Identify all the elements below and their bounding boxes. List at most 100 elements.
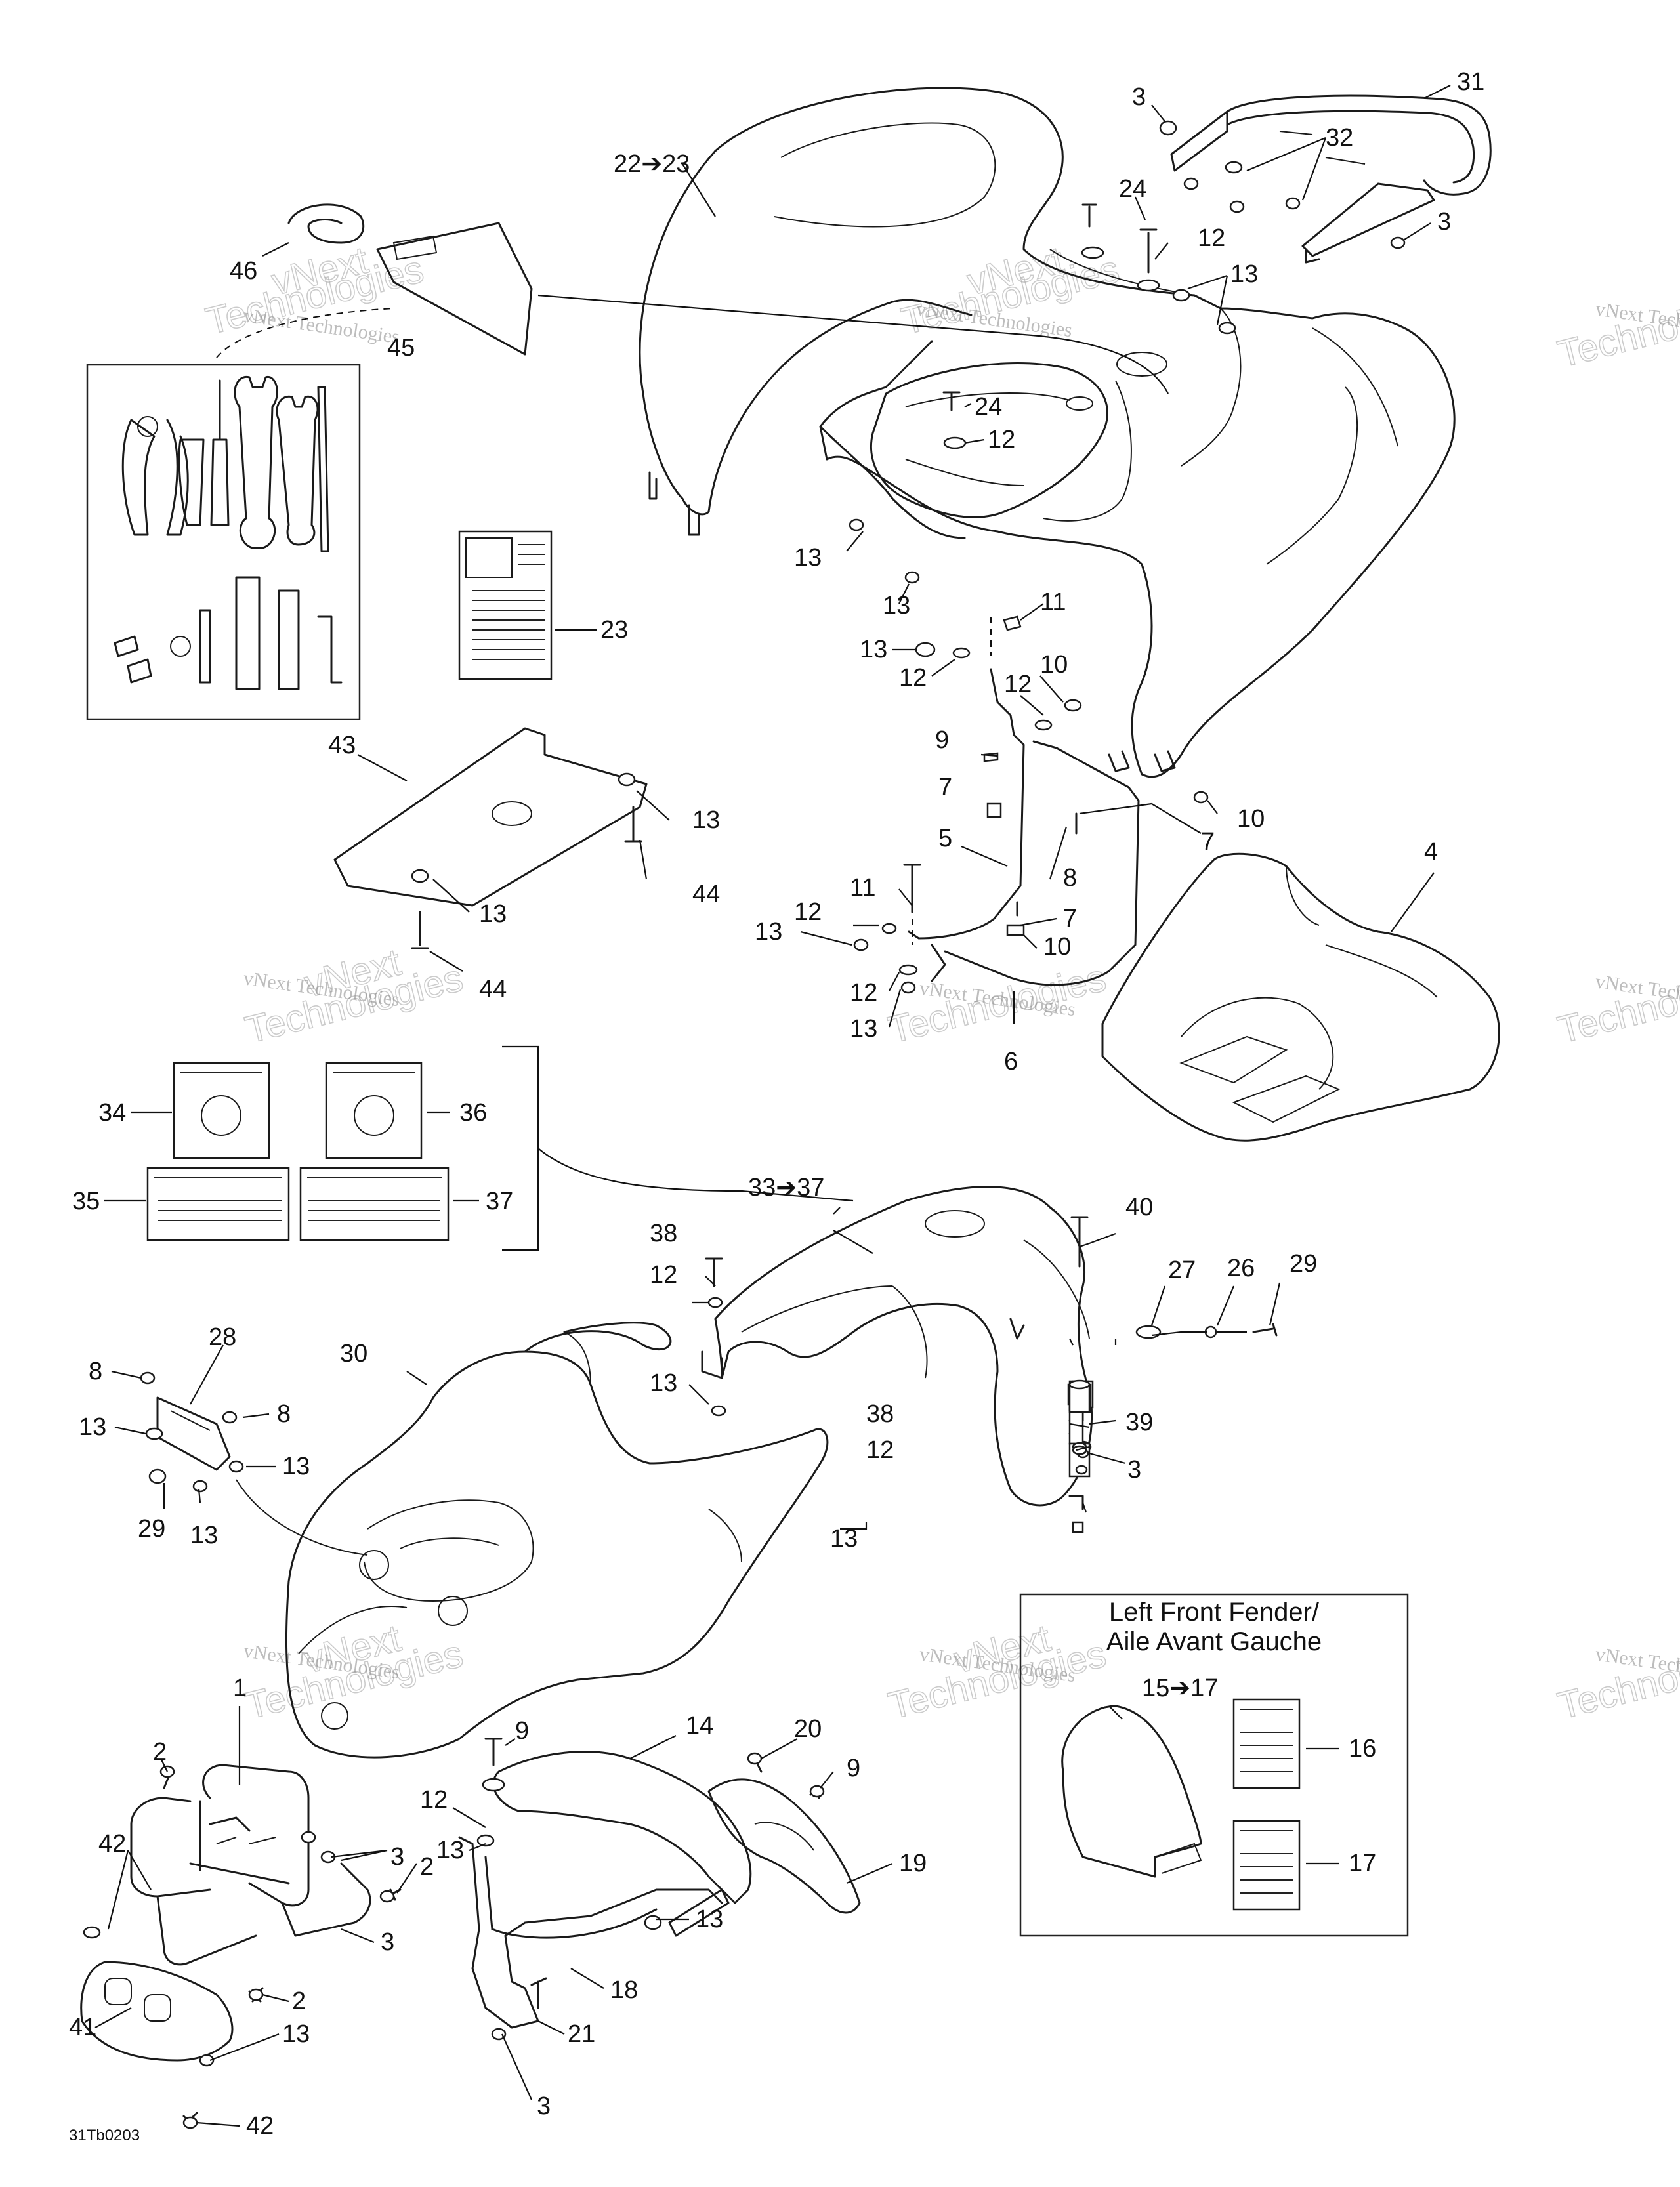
callout: 12 — [1004, 671, 1032, 698]
callout: 6 — [1004, 1048, 1018, 1075]
inset-title: Left Front Fender/ — [1109, 1598, 1320, 1627]
callout: 38 — [650, 1220, 677, 1247]
callout: 13 — [755, 918, 782, 946]
callout: 40 — [1125, 1194, 1153, 1221]
callout: 10 — [1040, 651, 1068, 678]
callout: 3 — [1437, 208, 1451, 236]
callout: 20 — [794, 1715, 822, 1743]
callout-labels: 31 3 32 22➔23 24 12 3 13 46 45 24 12 13 … — [69, 68, 1484, 2140]
callout: 13 — [1230, 260, 1258, 288]
diagram-code: 31Tb0203 — [69, 2127, 140, 2144]
watermark-text: Technologies — [1553, 957, 1680, 1052]
inset-subtitle: Aile Avant Gauche — [1106, 1627, 1322, 1656]
callout: 11 — [1040, 589, 1066, 616]
callout: 24 — [1119, 175, 1146, 203]
callout: 13 — [436, 1837, 464, 1864]
front-fender — [701, 1186, 1278, 1533]
callout: 12 — [1198, 224, 1225, 252]
callout: 23 — [600, 616, 628, 644]
callout: 13 — [79, 1413, 106, 1441]
callout: 22➔23 — [614, 150, 690, 178]
front-fender-lower — [458, 1738, 861, 2041]
callout: 2 — [420, 1853, 434, 1881]
callout: 16 — [1349, 1735, 1376, 1762]
front-bumper — [80, 1764, 402, 2129]
rear-fender — [639, 87, 1456, 778]
callout: 29 — [1290, 1250, 1317, 1278]
callout: 12 — [420, 1786, 448, 1814]
callout: 44 — [479, 976, 507, 1003]
callout: 12 — [650, 1261, 677, 1289]
callout: 7 — [1201, 828, 1215, 856]
callout: 13 — [282, 1453, 310, 1480]
callout: 31 — [1457, 68, 1484, 96]
callout: 5 — [938, 825, 952, 852]
callout: 38 — [866, 1400, 894, 1428]
leader-lines — [94, 85, 1451, 2127]
callout: 3 — [390, 1843, 404, 1871]
tool-kit-box — [86, 364, 361, 720]
callout: 8 — [1063, 864, 1077, 892]
callout: 9 — [935, 726, 949, 754]
callout: 13 — [794, 544, 822, 572]
watermark: Technologies vNext vNext Technologies Te… — [201, 238, 1680, 1728]
callout: 10 — [1043, 933, 1071, 961]
callout: 32 — [1326, 124, 1353, 152]
decal-23 — [458, 530, 553, 680]
callout: 13 — [190, 1522, 218, 1549]
callout: 9 — [515, 1717, 529, 1745]
callout: 19 — [899, 1850, 927, 1877]
decal-group — [146, 1045, 539, 1251]
callout: 10 — [1237, 805, 1265, 833]
callout: 13 — [650, 1369, 677, 1397]
callout: 12 — [850, 979, 877, 1007]
callout: 2 — [153, 1738, 167, 1766]
callout: 21 — [568, 2020, 595, 2048]
callout: 13 — [850, 1015, 877, 1043]
rear-fender-hardware — [849, 120, 1406, 584]
callout: 45 — [387, 334, 415, 362]
left-front-fender-inset: Left Front Fender/ Aile Avant Gauche — [1019, 1593, 1409, 1937]
callout: 39 — [1125, 1409, 1153, 1436]
callout: 15➔17 — [1142, 1675, 1218, 1702]
callout: 1 — [233, 1675, 247, 1702]
skid-plate — [333, 727, 648, 949]
callout: 13 — [282, 2020, 310, 2048]
callout: 2 — [292, 1988, 306, 2015]
callout: 3 — [1127, 1456, 1141, 1484]
callout: 35 — [72, 1188, 100, 1215]
callout: 29 — [138, 1515, 165, 1543]
callout: 46 — [230, 257, 257, 285]
callout: 28 — [209, 1323, 236, 1351]
callout: 37 — [486, 1188, 513, 1215]
callout: 18 — [610, 1976, 638, 2004]
callout: 26 — [1227, 1255, 1255, 1282]
callout: 13 — [830, 1525, 858, 1552]
callout: 8 — [89, 1358, 102, 1385]
callout: 7 — [938, 774, 952, 801]
callout: 14 — [686, 1712, 713, 1739]
callout: 34 — [98, 1099, 126, 1127]
callout: 3 — [537, 2093, 551, 2120]
callout: 3 — [1132, 83, 1146, 111]
callout: 3 — [381, 1928, 394, 1956]
bracket-28 — [140, 1371, 244, 1493]
callout: 13 — [692, 806, 720, 834]
callout: 4 — [1424, 838, 1438, 865]
callout: 30 — [340, 1340, 368, 1367]
callout: 12 — [794, 898, 822, 926]
callout: 12 — [899, 664, 927, 692]
callout: 33➔37 — [748, 1174, 824, 1201]
callout: 43 — [328, 732, 356, 759]
callout: 13 — [696, 1906, 723, 1933]
callout: 42 — [98, 1830, 126, 1858]
callout: 41 — [69, 2014, 96, 2041]
callout: 13 — [883, 592, 910, 619]
callout: 17 — [1349, 1850, 1376, 1877]
callout: 12 — [866, 1436, 894, 1464]
callout: 27 — [1168, 1257, 1196, 1284]
callout: 13 — [479, 900, 507, 928]
callout: 7 — [1063, 905, 1077, 932]
